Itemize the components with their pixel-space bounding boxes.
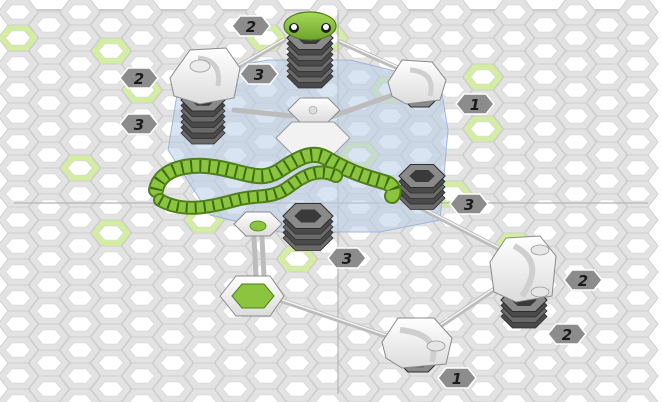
badge-value: 2: [562, 326, 572, 344]
number-badge: 2: [232, 16, 270, 36]
number-badge: 1: [438, 368, 476, 388]
badge-value: 2: [246, 18, 256, 36]
number-badge: 1: [456, 94, 494, 114]
number-badge: 3: [328, 248, 366, 268]
number-badge: 2: [120, 68, 158, 88]
badge-value: 3: [134, 116, 144, 134]
number-badge: 2: [564, 270, 602, 290]
badge-value: 1: [452, 370, 462, 388]
badge-value: 2: [134, 70, 144, 88]
number-badge: 3: [240, 64, 278, 84]
badge-value: 3: [464, 196, 474, 214]
number-badge: 3: [120, 114, 158, 134]
tower-center-bottom[interactable]: [283, 204, 333, 251]
number-badge: 2: [548, 324, 586, 344]
number-badge: 3: [450, 194, 488, 214]
green-cap-top[interactable]: [284, 12, 336, 40]
badge-value: 3: [342, 250, 352, 268]
badge-value: 3: [254, 66, 264, 84]
badge-value: 2: [578, 272, 588, 290]
tower-right[interactable]: [399, 165, 445, 210]
badge-value: 1: [470, 96, 480, 114]
